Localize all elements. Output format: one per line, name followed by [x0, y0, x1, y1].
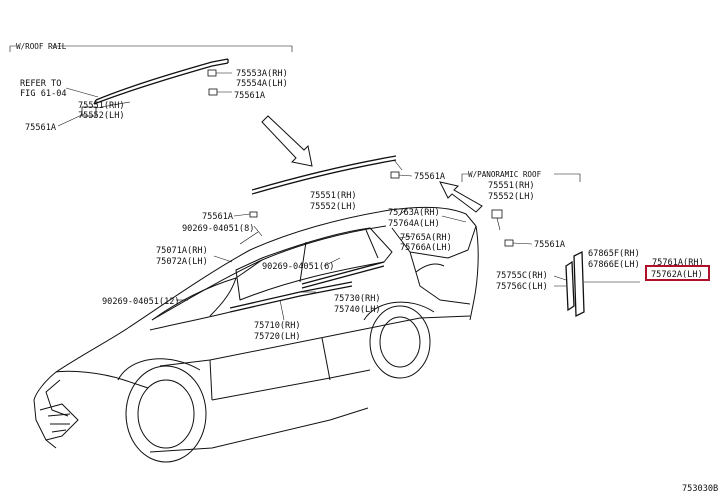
section-title-roof-rail: W/ROOF RAIL	[16, 42, 67, 51]
label-75765A-RH: 75765A(RH)	[400, 233, 452, 243]
rear-garnish-part	[553, 250, 640, 318]
label-75720-LH: 75720(LH)	[254, 332, 301, 342]
label-75551-RH-b: 75551(RH)	[310, 191, 357, 201]
label-75561A-d: 75561A	[202, 212, 234, 222]
label-75764A-LH: 75764A(LH)	[388, 219, 440, 229]
label-75552-LH-b: 75552(LH)	[310, 202, 357, 212]
car-leader-lines	[176, 207, 467, 321]
label-67865F-RH: 67865F(RH)	[588, 249, 640, 259]
direction-arrow-right	[439, 181, 483, 213]
label-75756C-LH: 75756C(LH)	[496, 282, 548, 292]
roof-molding-part	[251, 155, 403, 195]
label-75755C-RH: 75755C(RH)	[496, 271, 548, 281]
label-75553A-RH: 75553A(RH)	[236, 69, 288, 79]
highlight-box	[645, 265, 710, 281]
roof-rail-clips	[57, 69, 232, 127]
label-75554A-LH: 75554A(LH)	[236, 79, 288, 89]
label-75740-LH: 75740(LH)	[334, 305, 381, 315]
label-75551-RH-a: 75551(RH)	[78, 101, 125, 111]
label-75552-LH-c: 75552(LH)	[488, 192, 535, 202]
label-75551-RH-c: 75551(RH)	[488, 181, 535, 191]
label-75071A-RH: 75071A(RH)	[156, 246, 208, 256]
label-75561A-b: 75561A	[25, 123, 57, 133]
label-90269-04051-6: 90269-04051(6)	[262, 262, 334, 272]
refer-note-line1: REFER TO	[20, 79, 61, 89]
label-67866E-LH: 67866E(LH)	[588, 260, 640, 270]
refer-note-line2: FIG 61-04	[20, 89, 67, 99]
panoramic-section-bracket: W/PANORAMIC ROOF	[461, 170, 581, 182]
label-90269-04051-8: 90269-04051(8)	[182, 224, 254, 234]
label-75561A-a: 75561A	[234, 91, 266, 101]
panoramic-bracket-part	[491, 209, 503, 219]
label-75072A-LH: 75072A(LH)	[156, 257, 208, 267]
label-75762A-LH: 75762A(LH)	[651, 270, 703, 280]
label-75561A-c: 75561A	[414, 172, 446, 182]
label-75561A-e: 75561A	[534, 240, 566, 250]
label-75730-RH: 75730(RH)	[334, 294, 381, 304]
label-75766A-LH: 75766A(LH)	[400, 243, 452, 253]
direction-arrow-left	[261, 115, 313, 167]
refer-leader-line	[65, 87, 99, 98]
section-title-panoramic-roof: W/PANORAMIC ROOF	[468, 170, 542, 179]
roof-rail-part	[93, 58, 229, 105]
clip-75561A-panoramic	[504, 239, 514, 247]
label-75552-LH-a: 75552(LH)	[78, 111, 125, 121]
roof-rail-section-bracket: W/ROOF RAIL	[9, 42, 293, 52]
label-75761A-RH: 75761A(RH)	[652, 258, 704, 268]
label-75763A-RH: 75763A(RH)	[388, 208, 440, 218]
clip-75561A-top	[390, 171, 400, 179]
label-90269-04051-12: 90269-04051(12)	[102, 297, 180, 307]
label-75710-RH: 75710(RH)	[254, 321, 301, 331]
figure-code: 753030B	[682, 484, 718, 494]
